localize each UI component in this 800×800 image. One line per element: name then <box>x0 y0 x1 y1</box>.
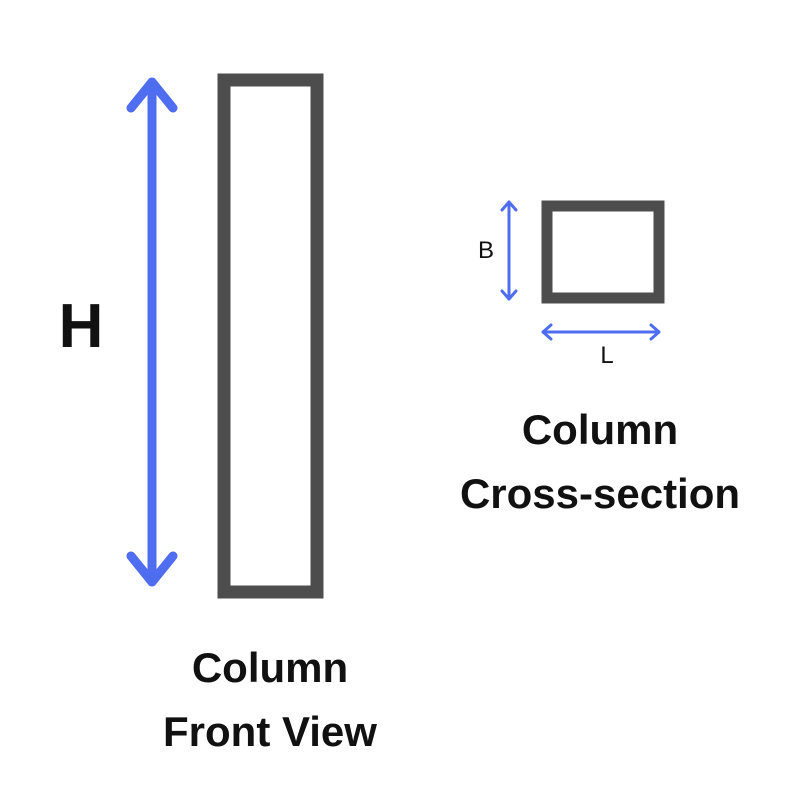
length-label: L <box>600 342 614 369</box>
height-arrow-bottom-head <box>126 551 178 587</box>
column-front-view-outline <box>217 73 324 599</box>
breadth-arrow-top-head <box>500 200 518 212</box>
cross-section-caption: Column Cross-section <box>420 398 780 526</box>
breadth-label: B <box>477 237 494 264</box>
column-cross-section-outline <box>541 200 665 304</box>
breadth-dimension-arrow <box>500 200 518 301</box>
front-view-caption: Column Front View <box>120 636 420 764</box>
length-arrow-left-head <box>541 323 553 341</box>
cross-section-caption-line2: Cross-section <box>459 470 741 517</box>
length-dimension-arrow <box>541 323 661 341</box>
height-dimension-arrow <box>126 77 178 587</box>
height-label: H <box>58 292 104 361</box>
breadth-arrow-bottom-head <box>500 289 518 301</box>
cross-section-caption-line1: Column <box>521 406 679 453</box>
front-view-caption-line2: Front View <box>163 708 377 755</box>
front-view-caption-line1: Column <box>191 644 349 691</box>
height-arrow-top-head <box>126 77 178 113</box>
length-arrow-right-head <box>649 323 661 341</box>
